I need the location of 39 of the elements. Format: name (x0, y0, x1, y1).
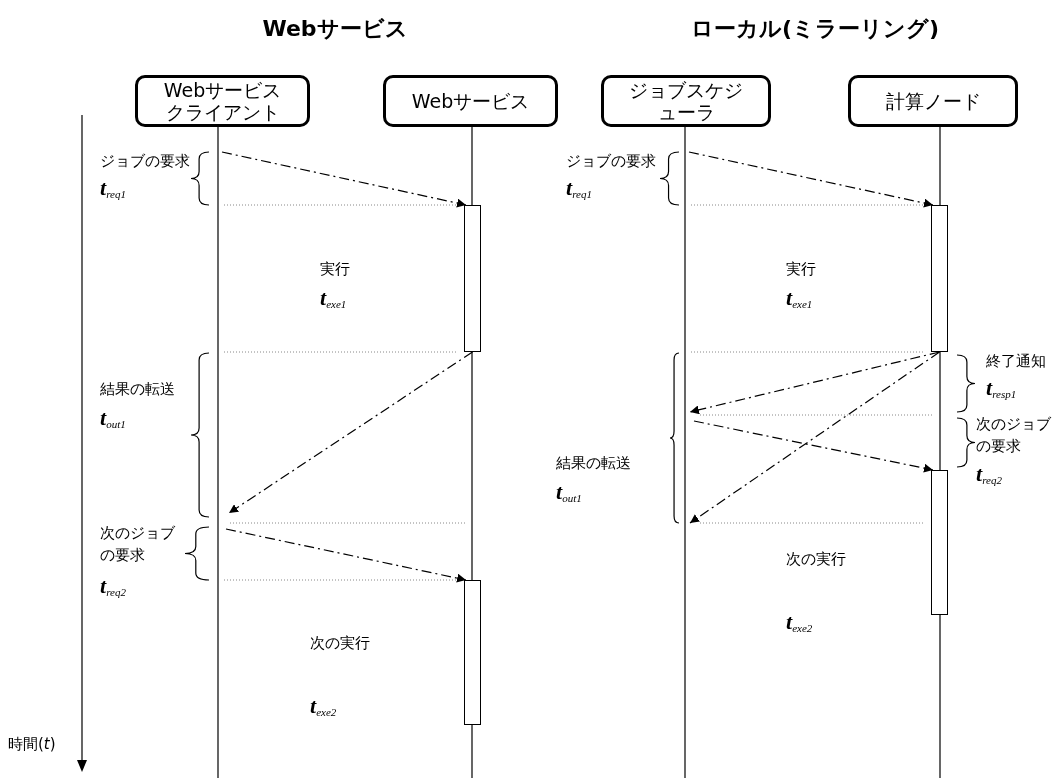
section-heading: ローカル(ミラーリング) (690, 15, 940, 43)
phase-label: 実行 (786, 259, 816, 280)
phase-label: 結果の転送 (556, 453, 631, 474)
phase-label: 実行 (320, 259, 350, 280)
duration-symbol: t$_{req1}$ (100, 176, 126, 200)
participant-box: 計算ノード (848, 75, 1018, 127)
duration-symbol: t$_{exe1}$ (786, 286, 813, 310)
duration-symbol: t$_{exe1}$ (320, 286, 347, 310)
activation-bar (464, 580, 481, 725)
duration-symbol: t$_{exe2}$ (786, 610, 813, 634)
message-arrow (228, 351, 474, 514)
phase-label: 結果の転送 (100, 379, 175, 400)
participant-box: ジョブスケジューラ (601, 75, 771, 127)
duration-symbol: t$_{req2}$ (100, 574, 126, 598)
duration-symbol: t$_{out1}$ (100, 406, 126, 430)
phase-label: 次の実行 (786, 549, 847, 570)
activation-bar (464, 205, 481, 352)
participant-box: Webサービスクライアント (135, 75, 310, 127)
message-arrow (689, 351, 941, 524)
message-arrow (221, 151, 467, 208)
phase-label: ジョブの要求 (100, 151, 190, 172)
duration-symbol: t$_{resp1}$ (986, 376, 1017, 400)
duration-symbol: t$_{req1}$ (566, 176, 592, 200)
phase-label: 次のジョブの要求 (100, 523, 176, 566)
duration-symbol: t$_{req2}$ (976, 462, 1002, 486)
activation-bar (931, 470, 948, 615)
message-arrow (688, 151, 934, 208)
participant-box: Webサービス (383, 75, 558, 127)
phase-label: 次の実行 (310, 633, 371, 654)
duration-symbol: t$_{exe2}$ (310, 694, 337, 718)
message-arrow (693, 420, 934, 473)
phase-label: 次のジョブの要求 (976, 414, 1052, 457)
duration-symbol: t$_{out1}$ (556, 480, 582, 504)
activation-bar (931, 205, 948, 352)
phase-label: 終了通知 (986, 351, 1046, 372)
section-heading: Webサービス (261, 15, 409, 43)
phase-label: ジョブの要求 (566, 151, 656, 172)
axis-label: 時間(t) (8, 734, 56, 755)
message-arrow (225, 528, 467, 583)
